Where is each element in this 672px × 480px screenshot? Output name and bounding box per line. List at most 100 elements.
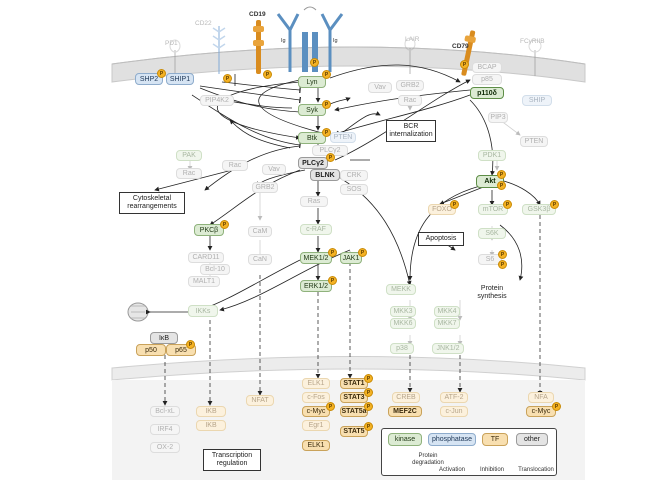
egr1-node[interactable]: Egr1	[302, 420, 330, 431]
phospho-badge: P	[322, 70, 331, 79]
card11-node[interactable]: CARD11	[188, 252, 224, 263]
p110d-node[interactable]: p110δ	[470, 87, 504, 99]
pten-right-node[interactable]: PTEN	[520, 136, 548, 147]
pip3-node[interactable]: PIP3	[488, 112, 508, 123]
ig-left-label: Ig	[281, 38, 286, 44]
p38-node[interactable]: p38	[390, 343, 414, 354]
phospho-badge: P	[328, 248, 337, 257]
legend-phosphatase: phosphatase	[428, 433, 476, 446]
mkk4-node[interactable]: MKK4	[434, 306, 460, 317]
protein-synthesis-box: Protein synthesis	[468, 282, 516, 304]
ox2-node[interactable]: OX-2	[150, 442, 180, 453]
fcgr2b-receptor	[528, 39, 542, 76]
erk12-node[interactable]: ERK1/2	[300, 280, 332, 292]
mekk-node[interactable]: MEKK	[386, 284, 416, 295]
rac-membrane-node[interactable]: Rac	[398, 95, 422, 106]
c-jun-node[interactable]: c-Jun	[440, 406, 468, 417]
jnk12-node[interactable]: JNK1/2	[432, 343, 464, 354]
jak1-node[interactable]: JAK1	[340, 252, 362, 264]
phospho-badge: P	[450, 200, 459, 209]
sos-node[interactable]: SOS	[340, 184, 368, 195]
lyn-node[interactable]: Lyn	[298, 76, 326, 88]
stat5-node[interactable]: STAT5	[340, 426, 368, 437]
shp2-node[interactable]: SHP2	[135, 73, 163, 85]
ras-node[interactable]: Ras	[300, 196, 328, 207]
c-fos-node[interactable]: c-Fos	[302, 392, 330, 403]
c-raf-node[interactable]: c-RAF	[300, 224, 332, 235]
phospho-badge: P	[498, 260, 507, 269]
creb-node[interactable]: CREB	[392, 392, 420, 403]
foxo-node[interactable]: FOXO	[428, 204, 456, 215]
legend: kinase phosphatase TF other Protein degr…	[381, 428, 557, 476]
vav-mid-node[interactable]: Vav	[262, 164, 286, 175]
phospho-badge: P	[552, 402, 561, 411]
mek12-node[interactable]: MEK1/2	[300, 252, 332, 264]
blnk-node[interactable]: BLNK	[310, 169, 340, 181]
legend-proteasome-label: Protein degradation	[412, 453, 444, 467]
phospho-badge: P	[157, 69, 166, 78]
lair-label: LAIR	[405, 36, 420, 43]
ip3-node[interactable]: GRB2	[252, 182, 278, 193]
pip4k-node[interactable]: PIP4K2	[200, 95, 234, 106]
ikb2-node[interactable]: IKB	[196, 406, 226, 417]
gsk3b-node[interactable]: GSK3β	[522, 204, 556, 215]
rac-node[interactable]: Rac	[176, 168, 202, 179]
cd19-receptor	[253, 20, 264, 74]
ikb3-node[interactable]: IKB	[196, 420, 226, 431]
bcl-xl-node[interactable]: Bcl-xL	[150, 406, 180, 417]
s6k-node[interactable]: S6K	[478, 228, 506, 239]
stat1-node[interactable]: STAT1	[340, 378, 368, 389]
atf2-node[interactable]: ATF-2	[440, 392, 468, 403]
pak-node[interactable]: PAK	[176, 150, 202, 161]
stat5a-node[interactable]: STAT5a	[340, 406, 368, 417]
nfat-node[interactable]: NFAT	[246, 395, 274, 406]
mkk6-node[interactable]: MKK6	[390, 318, 416, 329]
p85-node[interactable]: p85	[472, 74, 502, 85]
nfa-node[interactable]: NFA	[528, 392, 554, 403]
bcap-node[interactable]: BCAP	[472, 62, 502, 73]
phospho-badge: P	[322, 128, 331, 137]
pd1-receptor	[169, 39, 181, 74]
irf4-node[interactable]: IRF4	[150, 424, 180, 435]
mkk3-node[interactable]: MKK3	[390, 306, 416, 317]
legend-other: other	[516, 433, 548, 446]
s6-node[interactable]: S6	[478, 254, 502, 265]
ship-node[interactable]: SHIP	[522, 95, 552, 106]
cd22-label: CD22	[195, 20, 212, 27]
vav-node[interactable]: Vav	[368, 82, 392, 93]
can-node[interactable]: CaN	[248, 254, 272, 265]
malt1-node[interactable]: MALT1	[188, 276, 220, 287]
cam-node[interactable]: CaM	[248, 226, 272, 237]
c-myc2-node[interactable]: c-Myc	[526, 406, 556, 417]
elk1-node[interactable]: ELK1	[302, 378, 330, 389]
btk-node[interactable]: Btk	[298, 132, 326, 144]
ikb-node[interactable]: IκB	[150, 332, 178, 344]
phospho-badge: P	[263, 70, 272, 79]
ship1-node[interactable]: SHIP1	[166, 73, 194, 85]
elk1-b-node[interactable]: ELK1	[302, 440, 330, 451]
mtor-node[interactable]: mTOR	[478, 204, 508, 215]
mkk7-node[interactable]: MKK7	[434, 318, 460, 329]
grb2-node[interactable]: GRB2	[396, 80, 424, 91]
cd79-label: CD79	[452, 43, 469, 50]
rac-mid-node[interactable]: Rac	[222, 160, 248, 171]
stat3-node[interactable]: STAT3	[340, 392, 368, 403]
crk-node[interactable]: CRK	[340, 170, 368, 181]
lair-receptor	[404, 37, 416, 74]
phospho-badge: P	[364, 388, 373, 397]
pten-node[interactable]: PTEN	[330, 132, 356, 143]
bcr-internalization-box: BCR internalization	[386, 120, 436, 142]
plcg2-node[interactable]: PLCγ2	[298, 157, 328, 169]
p50-node[interactable]: p50	[136, 344, 166, 356]
mef2c-node[interactable]: MEF2C	[388, 406, 422, 417]
pdk1-node[interactable]: PDK1	[478, 150, 506, 161]
syk-node[interactable]: Syk	[298, 104, 326, 116]
pkcb-node[interactable]: PKCβ	[194, 224, 224, 236]
ikk-node[interactable]: IKKs	[188, 305, 218, 317]
phospho-badge: P	[550, 200, 559, 209]
c-myc-node[interactable]: c-Myc	[302, 406, 330, 417]
phospho-badge: P	[503, 200, 512, 209]
bcl10-node[interactable]: Bcl-10	[200, 264, 230, 275]
apoptosis-box: Apoptosis	[418, 232, 464, 246]
